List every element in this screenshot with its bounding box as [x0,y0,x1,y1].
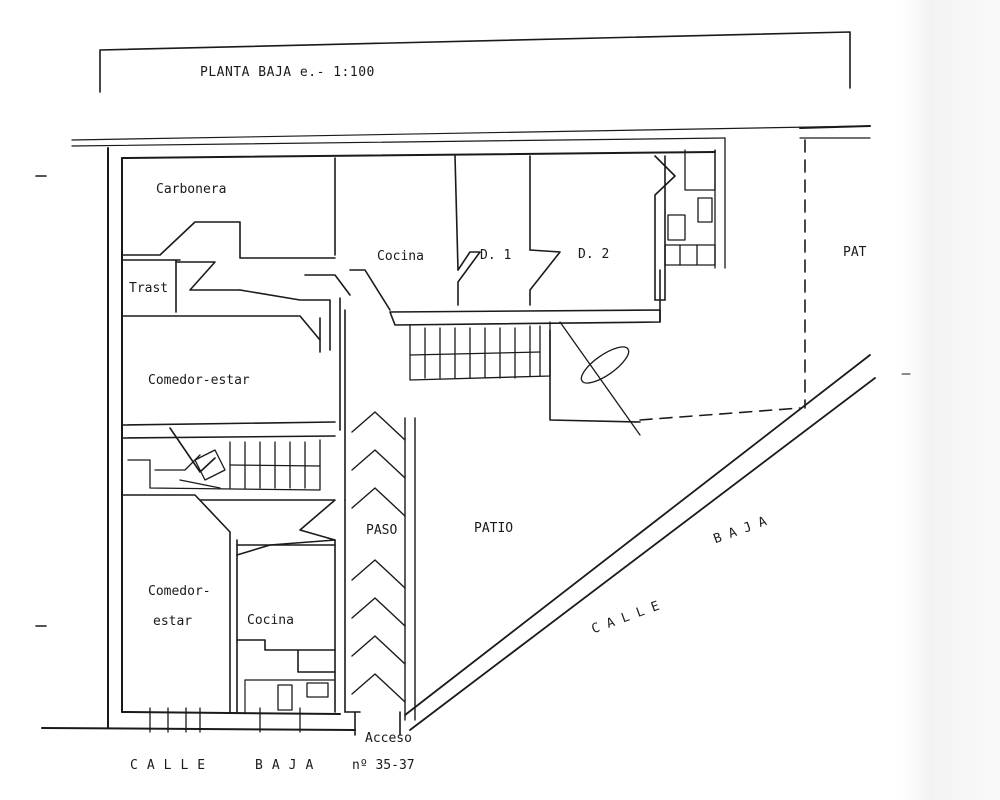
room-label-comedor-bottom-line2: estar [153,614,193,629]
margin-ticks [35,175,911,627]
trast-walls [121,259,241,313]
room-label-carbonera: Carbonera [156,182,227,197]
scan-edge-shadow [900,0,1000,800]
room-label-d1: D. 1 [480,248,512,263]
street-number-label: nº 35-37 [352,758,415,773]
title-box [99,31,851,93]
room-label-cocina-bottom: Cocina [247,613,294,628]
room-label-trast: Trast [129,281,169,296]
upper-stairs [409,321,551,381]
diagonal-street-wall [404,354,876,731]
outer-walls [41,125,871,731]
middle-floor-walls [121,421,336,481]
room-label-paso: PASO [366,523,398,538]
room-label-cocina-top: Cocina [377,249,424,264]
middle-stairs [127,439,321,491]
room-label-comedor-top: Comedor-estar [148,373,250,388]
central-corridor-walls [121,274,351,501]
bottom-wall-ticks [149,707,301,733]
acceso-walls [344,711,401,736]
service-rooms [664,137,726,269]
upper-rooms-walls [349,155,676,326]
paso-chevrons [351,411,416,721]
street-label-calle-bottom: CALLE [130,758,215,773]
room-label-patio-right: PAT [843,245,867,260]
upper-patio-boundary [549,139,806,436]
room-label-comedor-bottom-line1: Comedor- [148,584,211,599]
room-label-d2: D. 2 [578,247,610,262]
street-label-baja-bottom: BAJA [255,758,323,773]
room-label-acceso: Acceso [365,731,412,746]
plan-title: PLANTA BAJA e.- 1:100 [200,65,375,80]
lower-rooms-walls [121,494,346,713]
room-label-patio: PATIO [474,521,514,536]
carbonera-walls [121,157,336,259]
